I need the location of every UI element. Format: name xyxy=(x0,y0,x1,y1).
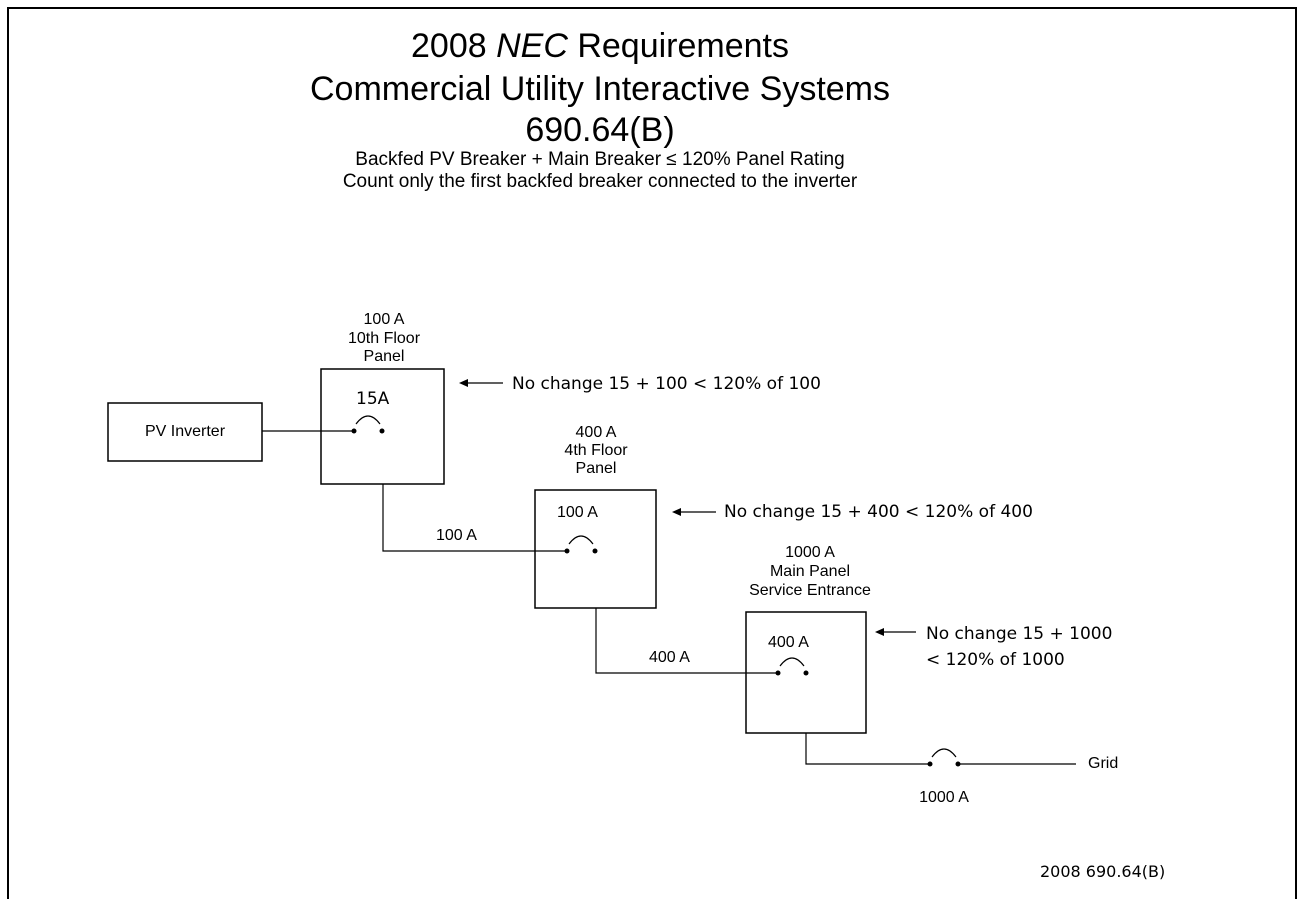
pv-inverter-box xyxy=(107,402,263,462)
panel-4th-floor-name-1: 4th Floor xyxy=(564,442,628,459)
arrow-panel-1 xyxy=(459,379,503,387)
figure-reference: 2008 690.64(B) xyxy=(1040,862,1166,881)
panel-main-name-2: Service Entrance xyxy=(749,582,871,599)
breaker-100a-symbol xyxy=(564,535,598,554)
service-wire-grid-side xyxy=(805,733,930,765)
breaker-15a-symbol xyxy=(351,415,385,434)
title-year: 2008 xyxy=(411,27,487,65)
breaker-1000a-symbol xyxy=(927,748,961,767)
title-note: Count only the first backfed breaker con… xyxy=(342,171,858,192)
title-code: NEC xyxy=(496,27,568,65)
panel-10th-floor-rating: 100 A xyxy=(363,311,405,328)
panel-main-name-1: Main Panel xyxy=(769,563,851,580)
panel-10th-floor-check: No change 15 + 100 < 120% of 100 xyxy=(512,374,821,394)
grid-label: Grid xyxy=(1088,755,1119,772)
title-section: 690.64(B) xyxy=(525,111,675,149)
breaker-15a-label: 15A xyxy=(356,389,390,409)
panel-10th-floor-box xyxy=(320,368,445,485)
feeder-100a-label: 100 A xyxy=(436,527,477,544)
panel-10th-floor-name-1: 10th Floor xyxy=(347,330,421,347)
breaker-100a-label: 100 A xyxy=(557,504,598,521)
service-breaker-label: 1000 A xyxy=(919,789,969,806)
panel-main-rating: 1000 A xyxy=(785,544,835,561)
title-line-2: Commercial Utility Interactive Systems xyxy=(309,70,890,108)
pv-inverter-label: PV Inverter xyxy=(144,423,226,440)
arrow-panel-3 xyxy=(875,628,916,636)
panel-10th-floor-name-2: Panel xyxy=(363,348,405,365)
panel-main-check-1: No change 15 + 1000 xyxy=(926,624,1113,644)
panel-4th-floor-name-2: Panel xyxy=(575,460,617,477)
panel-4th-floor-rating: 400 A xyxy=(575,424,617,441)
feeder-wire-400a xyxy=(595,608,778,674)
panel-main-check-2: < 120% of 1000 xyxy=(926,650,1065,670)
title-rule: Backfed PV Breaker + Main Breaker ≤ 120%… xyxy=(355,149,845,170)
breaker-400a-symbol xyxy=(775,657,809,676)
breaker-400a-label: 400 A xyxy=(768,634,809,651)
arrow-panel-2 xyxy=(672,508,716,516)
title-requirements: Requirements xyxy=(577,27,789,65)
title-line-1: 2008 NEC Requirements xyxy=(0,28,1200,64)
feeder-wire-100a xyxy=(382,484,566,552)
page-border xyxy=(7,7,1297,899)
feeder-400a-label: 400 A xyxy=(649,649,690,666)
panel-4th-floor-check: No change 15 + 400 < 120% of 400 xyxy=(724,502,1033,522)
